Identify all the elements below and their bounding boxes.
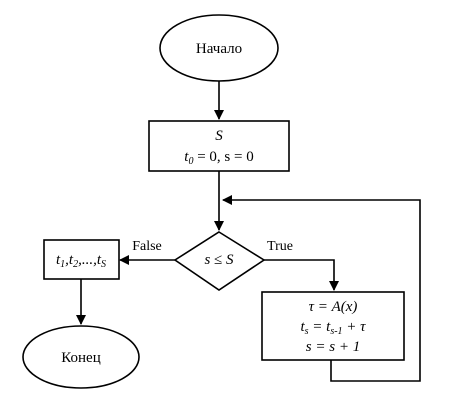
process-ts1-sub: s-1 bbox=[330, 326, 342, 337]
process-ts: t bbox=[300, 319, 305, 335]
output-t1: t bbox=[56, 252, 61, 268]
output-ts-sub: S bbox=[101, 259, 106, 270]
arrow-true-branch bbox=[264, 259, 339, 291]
output-label: t1,t2,...,tS bbox=[56, 252, 106, 270]
output-t2: ,t bbox=[65, 252, 74, 268]
init-node: S t0 = 0, s = 0 bbox=[148, 120, 290, 172]
process-line2: ts = ts-1 + τ bbox=[300, 319, 366, 337]
decision-node: s ≤ S bbox=[173, 231, 266, 291]
start-node: Начало bbox=[159, 14, 279, 82]
output-t1-sub: 1 bbox=[60, 259, 65, 270]
output-t2-sub: 2 bbox=[73, 259, 78, 270]
false-label: False bbox=[132, 239, 162, 254]
init-line2: t0 = 0, s = 0 bbox=[184, 149, 253, 167]
start-label: Начало bbox=[196, 41, 242, 57]
loop-back-line bbox=[222, 195, 421, 382]
end-node: Конец bbox=[22, 325, 140, 389]
output-ts: ,...,t bbox=[78, 252, 102, 268]
process-line1: τ = A(x) bbox=[309, 299, 358, 315]
init-t-sub: 0 bbox=[188, 156, 193, 167]
decision-label: s ≤ S bbox=[204, 252, 234, 268]
init-t: t bbox=[184, 149, 189, 165]
init-rest: = 0, s = 0 bbox=[193, 149, 253, 165]
process-ts-sub: s bbox=[305, 326, 309, 337]
process-plus: + τ bbox=[343, 319, 367, 335]
end-label: Конец bbox=[61, 350, 100, 366]
process-eq: = t bbox=[309, 319, 332, 335]
process-node: τ = A(x) ts = ts-1 + τ s = s + 1 bbox=[261, 291, 405, 361]
init-line1: S bbox=[215, 128, 223, 144]
output-node: t1,t2,...,tS bbox=[43, 239, 120, 280]
true-label: True bbox=[267, 239, 293, 254]
process-line3: s = s + 1 bbox=[306, 339, 360, 355]
